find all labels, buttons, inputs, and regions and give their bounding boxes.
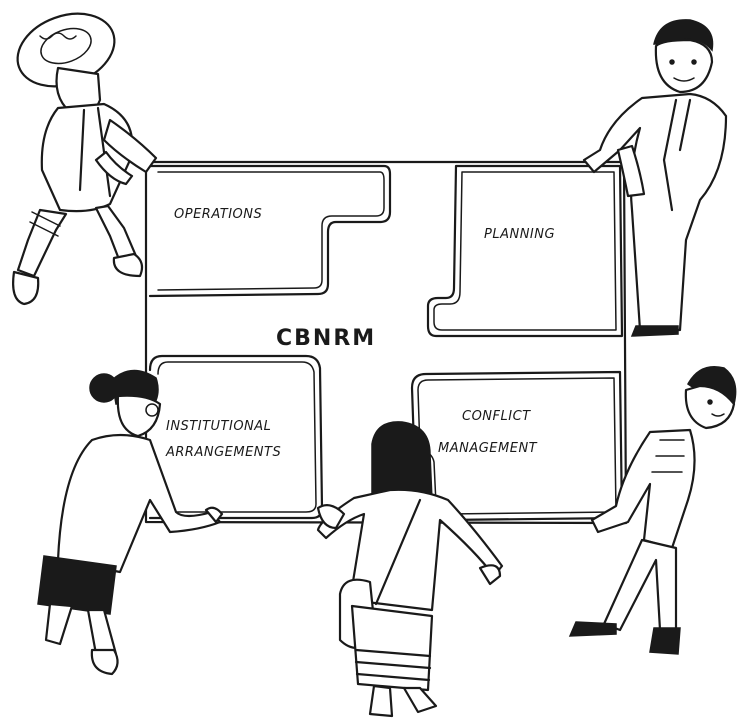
puzzle-piece-institutional-arrangements: INSTITUTIONAL ARRANGEMENTS (148, 354, 324, 520)
person-farmer (12, 12, 158, 306)
person-girl-bag (316, 421, 504, 718)
label-operations: OPERATIONS (174, 207, 262, 222)
label-arrangements: ARRANGEMENTS (165, 445, 281, 460)
label-planning: PLANNING (484, 227, 555, 242)
person-man-jacket (582, 19, 728, 337)
puzzle-piece-planning: PLANNING (426, 164, 624, 338)
label-institutional: INSTITUTIONAL (166, 419, 271, 434)
label-conflict: CONFLICT (462, 409, 531, 424)
person-boy (568, 366, 737, 655)
person-woman-bun (37, 369, 224, 676)
label-cbnrm: CBNRM (276, 326, 376, 351)
label-management: MANAGEMENT (438, 441, 538, 456)
puzzle-piece-operations: OPERATIONS (148, 164, 392, 298)
